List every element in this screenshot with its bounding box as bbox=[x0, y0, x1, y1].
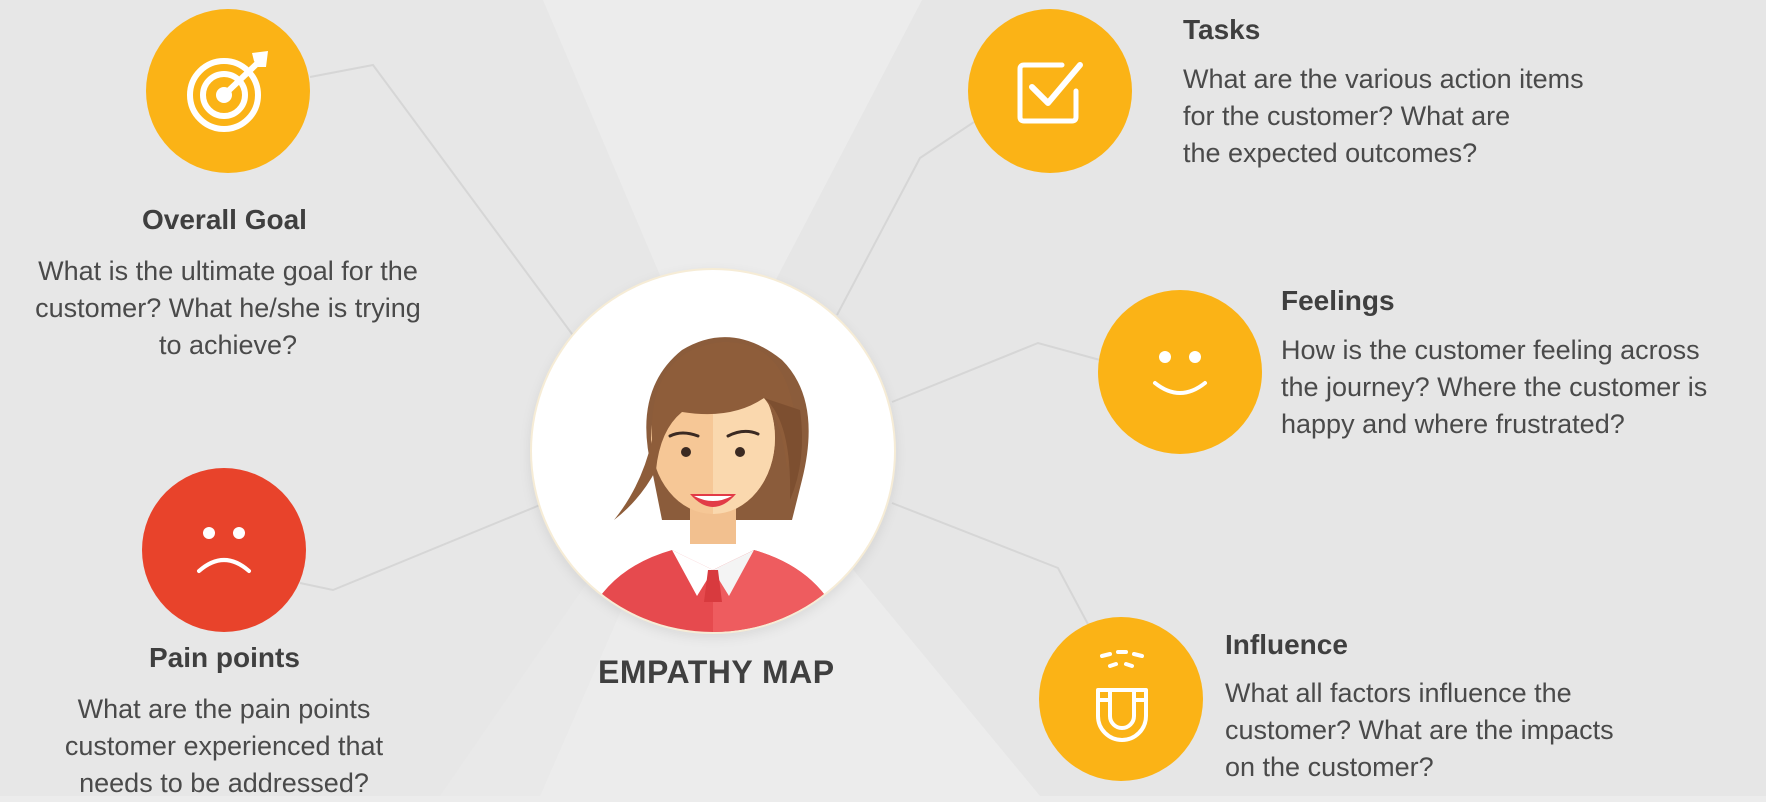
influence-circle bbox=[1039, 617, 1203, 781]
checkbox-icon bbox=[1017, 62, 1083, 124]
connector-tasks bbox=[836, 121, 975, 316]
feelings-line: the journey? Where the customer is bbox=[1281, 372, 1708, 402]
connector-feelings bbox=[891, 341, 1101, 403]
pain-points-circle bbox=[142, 468, 306, 632]
pain-points-line: needs to be addressed? bbox=[79, 768, 369, 798]
influence-line: customer? What are the impacts bbox=[1225, 715, 1614, 745]
influence-line: What all factors influence the bbox=[1225, 678, 1572, 708]
tasks-line: the expected outcomes? bbox=[1183, 138, 1478, 168]
connector-influence bbox=[891, 502, 1091, 629]
tasks-title: Tasks bbox=[1183, 14, 1261, 45]
smile-face-icon bbox=[1153, 351, 1207, 395]
influence-description: What all factors influence the customer?… bbox=[1225, 675, 1614, 786]
tasks-circle bbox=[968, 9, 1132, 173]
overall-goal-description: What is the ultimate goal for the custom… bbox=[0, 253, 456, 364]
pain-points-title: Pain points bbox=[149, 642, 300, 673]
overall-goal-circle bbox=[146, 9, 310, 173]
empathy-map-label: EMPATHY MAP bbox=[598, 654, 835, 690]
magnet-icon bbox=[1096, 650, 1148, 742]
feelings-title: Feelings bbox=[1281, 285, 1395, 316]
woman-avatar-illustration bbox=[582, 337, 844, 632]
overall-goal-line: to achieve? bbox=[158, 330, 298, 360]
feelings-circle bbox=[1098, 290, 1262, 454]
target-icon bbox=[187, 51, 268, 132]
sad-face-icon bbox=[197, 527, 251, 573]
feelings-line: How is the customer feeling across bbox=[1281, 335, 1700, 365]
overall-goal-line: customer? What he/she is trying bbox=[35, 293, 421, 323]
feelings-description: How is the customer feeling across the j… bbox=[1281, 332, 1707, 443]
pain-points-line: customer experienced that bbox=[64, 731, 384, 761]
tasks-line: What are the various action items bbox=[1183, 64, 1584, 94]
avatar bbox=[532, 270, 894, 632]
tasks-description: What are the various action items for th… bbox=[1183, 61, 1584, 172]
pain-points-line: What are the pain points bbox=[77, 694, 371, 724]
connector-pain-points bbox=[299, 504, 541, 592]
pain-points-description: What are the pain points customer experi… bbox=[0, 691, 448, 802]
influence-line: on the customer? bbox=[1225, 752, 1434, 782]
tasks-line: for the customer? What are bbox=[1183, 101, 1511, 131]
influence-title: Influence bbox=[1225, 629, 1348, 660]
feelings-line: happy and where frustrated? bbox=[1281, 409, 1625, 439]
overall-goal-title: Overall Goal bbox=[142, 204, 307, 235]
connector-overall-goal bbox=[309, 63, 576, 339]
overall-goal-line: What is the ultimate goal for the bbox=[38, 256, 418, 286]
